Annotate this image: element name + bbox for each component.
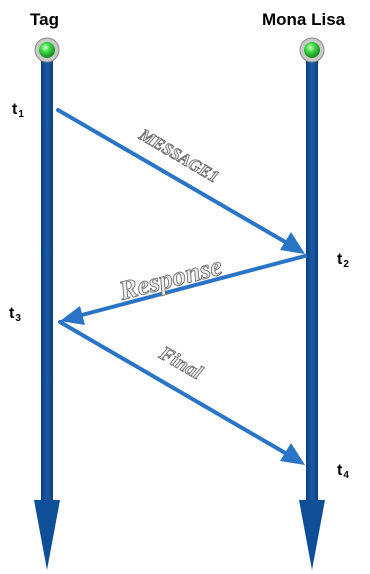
- time-label-subscript: 4: [343, 470, 349, 481]
- response-label: Response: [115, 250, 225, 306]
- message1-label: MESSAGE1: [135, 125, 222, 187]
- time-label-text: t: [9, 305, 15, 322]
- lifeline-mona-lisa: [299, 37, 325, 570]
- lifeline-tag-shaft: [41, 58, 53, 520]
- green-status-light-icon: [34, 37, 60, 63]
- time-label-subscript: 3: [15, 313, 21, 324]
- green-status-light-icon: [299, 37, 325, 63]
- lifeline-mona-lisa-shaft: [306, 58, 318, 520]
- time-label-t3: t3: [9, 305, 21, 324]
- time-label-text: t: [337, 462, 343, 479]
- participant-mona-lisa-name: Mona Lisa: [262, 10, 346, 29]
- final-label: Final: [155, 342, 207, 385]
- participant-tag-name: Tag: [30, 10, 59, 29]
- time-label-subscript: 2: [343, 259, 349, 270]
- lifeline-mona-lisa-arrowhead: [299, 500, 325, 570]
- time-label-t2: t2: [337, 251, 349, 270]
- time-label-t4: t4: [337, 462, 349, 481]
- lifeline-tag-arrowhead: [34, 500, 60, 570]
- time-label-t1: t1: [12, 101, 24, 120]
- lifeline-tag: [34, 37, 60, 570]
- time-label-subscript: 1: [18, 109, 24, 120]
- message-arrow-response: Response: [60, 250, 307, 325]
- message-arrow-final: Final: [58, 320, 305, 465]
- time-label-text: t: [12, 101, 18, 118]
- time-label-text: t: [337, 251, 343, 268]
- message-arrow-message1: MESSAGE1: [56, 108, 305, 254]
